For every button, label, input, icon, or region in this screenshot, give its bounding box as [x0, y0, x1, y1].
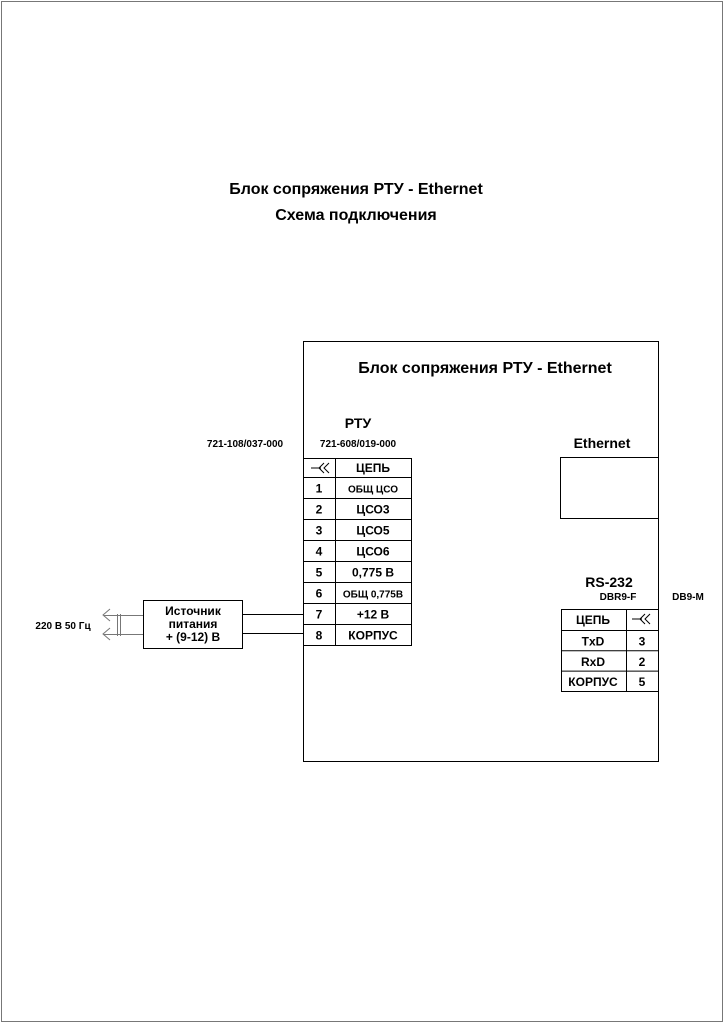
rs232-connector-external: DB9-M [672, 592, 704, 603]
power-supply-line3: + (9-12) В [166, 630, 221, 644]
circuit-name: КОРПУС [568, 675, 618, 689]
power-supply-line1: Источник [165, 604, 222, 618]
rtu-pin-row: 7 +12 В [303, 603, 411, 622]
circuit-name: ЦСО3 [356, 503, 389, 517]
circuit-name: ЦСО6 [356, 545, 389, 559]
connector-icon [632, 613, 651, 625]
plug-arrow-icon [102, 627, 111, 641]
circuit-name: TxD [582, 635, 605, 649]
power-supply-box [143, 600, 243, 649]
circuit-name: ОБЩ ЦСО [348, 485, 398, 496]
mains-plug [102, 608, 143, 641]
diagram-subtitle: Схема подключения [275, 207, 437, 224]
rtu-connector-external: 721-108/037-000 [207, 439, 284, 450]
rtu-connector-internal: 721-608/019-000 [320, 439, 397, 450]
rtu-label: РТУ [345, 415, 372, 431]
circuit-name: +12 В [357, 608, 390, 622]
circuit-name: RxD [581, 655, 605, 669]
rtu-pin-row: 4 ЦСО6 [303, 540, 411, 559]
rs232-label: RS-232 [585, 574, 633, 590]
rtu-pin-table: ЦЕПЬ 1 ОБЩ ЦСО 2 ЦСО3 3 ЦСО5 4 ЦСО6 5 0,775 В 6 ОБЩ… [303, 458, 412, 646]
rtu-pin-row: 3 ЦСО5 [303, 519, 411, 538]
mains-label: 220 В 50 Гц [35, 621, 91, 632]
pin-number: 2 [639, 655, 646, 669]
pin-number: 5 [316, 566, 323, 580]
pin-number: 8 [316, 629, 323, 643]
circuit-name: ЦСО5 [356, 524, 389, 538]
rs232-header-circuit: ЦЕПЬ [576, 613, 610, 627]
rtu-header-circuit: ЦЕПЬ [356, 461, 390, 475]
diagram-title: Блок сопряжения РТУ - Ethernet [229, 181, 483, 198]
pin-number: 4 [316, 545, 323, 559]
rs232-pin-row: RxD 2 [561, 650, 658, 669]
rtu-pin-row: 8 КОРПУС [303, 624, 411, 643]
pin-number: 6 [316, 587, 323, 601]
rs232-connector-internal: DBR9-F [600, 592, 637, 603]
ethernet-label: Ethernet [574, 435, 631, 451]
power-supply-line2: питания [169, 617, 218, 631]
circuit-name: ОБЩ 0,775В [343, 590, 403, 601]
pin-number: 7 [316, 608, 323, 622]
pin-number: 1 [316, 482, 323, 496]
pin-number: 2 [316, 503, 323, 517]
rs232-pin-row: TxD 3 [561, 630, 658, 649]
rtu-pin-row: 2 ЦСО3 [303, 498, 411, 517]
rtu-pin-row: 5 0,775 В [303, 561, 411, 580]
block-title: Блок сопряжения РТУ - Ethernet [358, 360, 612, 377]
ethernet-port [560, 457, 659, 519]
connector-icon [311, 462, 330, 474]
plug-arrow-icon [102, 608, 111, 622]
pin-number: 5 [639, 675, 646, 689]
rs232-pin-row: КОРПУС 5 [561, 670, 658, 689]
rtu-pin-row: 6 ОБЩ 0,775В [303, 582, 411, 601]
pin-number: 3 [639, 635, 646, 649]
circuit-name: 0,775 В [352, 566, 394, 580]
circuit-name: КОРПУС [348, 629, 398, 643]
rtu-pin-row: 1 ОБЩ ЦСО [303, 477, 411, 496]
pin-number: 3 [316, 524, 323, 538]
